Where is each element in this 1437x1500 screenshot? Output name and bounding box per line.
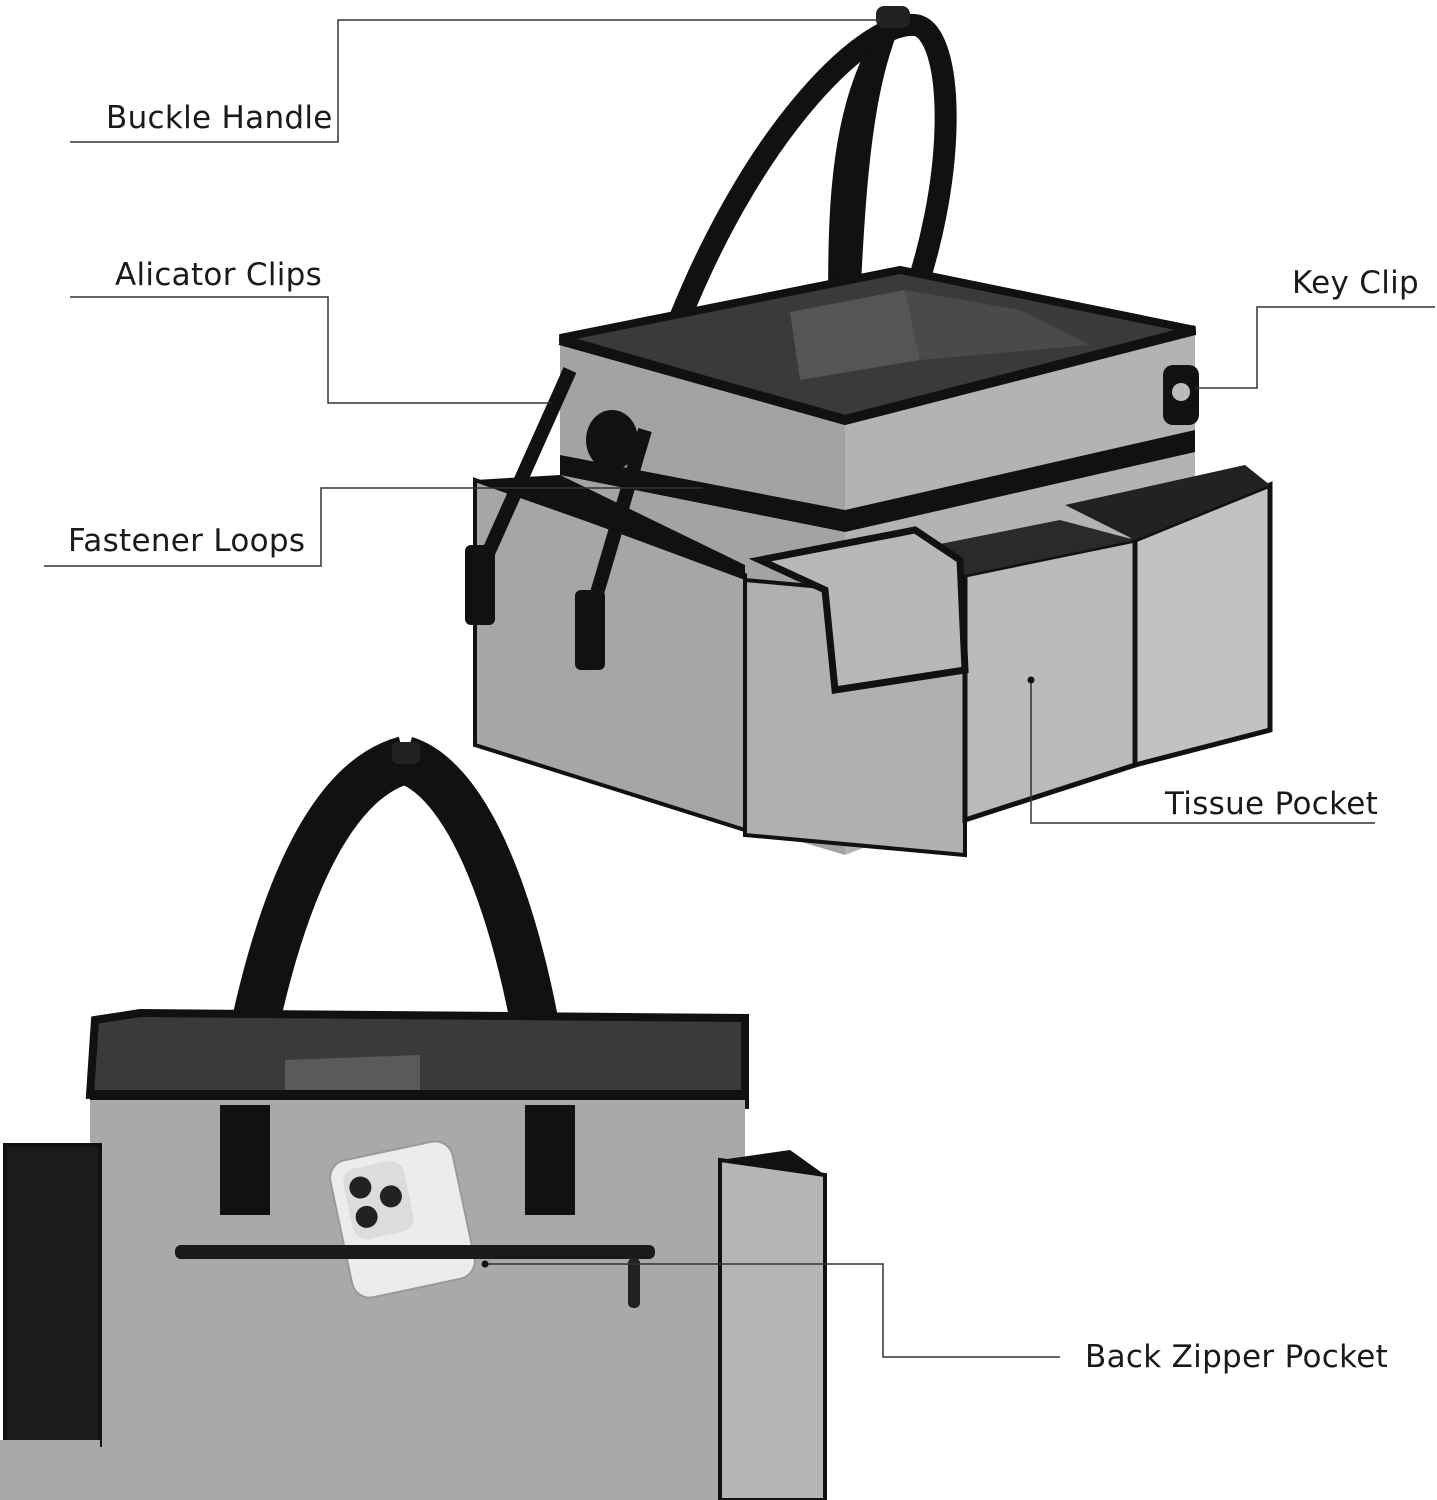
alicator-clip — [465, 545, 495, 625]
handle-buckle-strap — [876, 6, 910, 28]
handle-attachment — [525, 1105, 575, 1215]
pocket-flap — [748, 526, 969, 695]
key-clip-leader — [1195, 306, 1435, 389]
handle-attachment — [220, 1105, 270, 1215]
mesh-side-pocket — [3, 1143, 102, 1447]
right-front-pocket — [1132, 481, 1273, 769]
back-zipper — [175, 1245, 655, 1259]
back-zipper-pocket-leader — [485, 1263, 1060, 1358]
leader-lines — [44, 19, 1435, 1358]
callout-alicator-clips: Alicator Clips — [115, 257, 323, 293]
callout-buckle-handle: Buckle Handle — [106, 100, 333, 136]
alicator-clips-leader — [70, 296, 555, 404]
front-view-bag — [465, 6, 1273, 858]
callout-back-zipper-pocket: Back Zipper Pocket — [1085, 1339, 1389, 1375]
fastener-loop-buckle — [586, 410, 638, 470]
tissue-pocket — [962, 536, 1138, 824]
handle-buckle-strap — [392, 742, 420, 764]
callout-tissue-pocket: Tissue Pocket — [1165, 786, 1379, 822]
alicator-clip-strap — [588, 428, 652, 602]
callout-fastener-loops: Fastener Loops — [68, 523, 306, 559]
divider — [790, 290, 920, 380]
fastener-loops-leader — [44, 487, 706, 567]
divider — [905, 290, 1090, 360]
bag-top-trim — [558, 325, 1197, 426]
fastener-band — [560, 430, 1195, 532]
divider — [285, 1055, 420, 1100]
right-pocket-opening — [1065, 465, 1270, 540]
alicator-clip — [575, 590, 605, 670]
buckle-handle-leader — [70, 19, 880, 143]
callout-key-clip: Key Clip — [1292, 265, 1420, 301]
front-handle-back — [669, 13, 957, 331]
back-view-bag — [0, 736, 827, 1500]
center-pocket-opening — [935, 520, 1135, 575]
tissue-pocket-leader — [1030, 680, 1375, 824]
right-side-pocket — [718, 1157, 827, 1500]
zipper-pull — [628, 1258, 640, 1308]
